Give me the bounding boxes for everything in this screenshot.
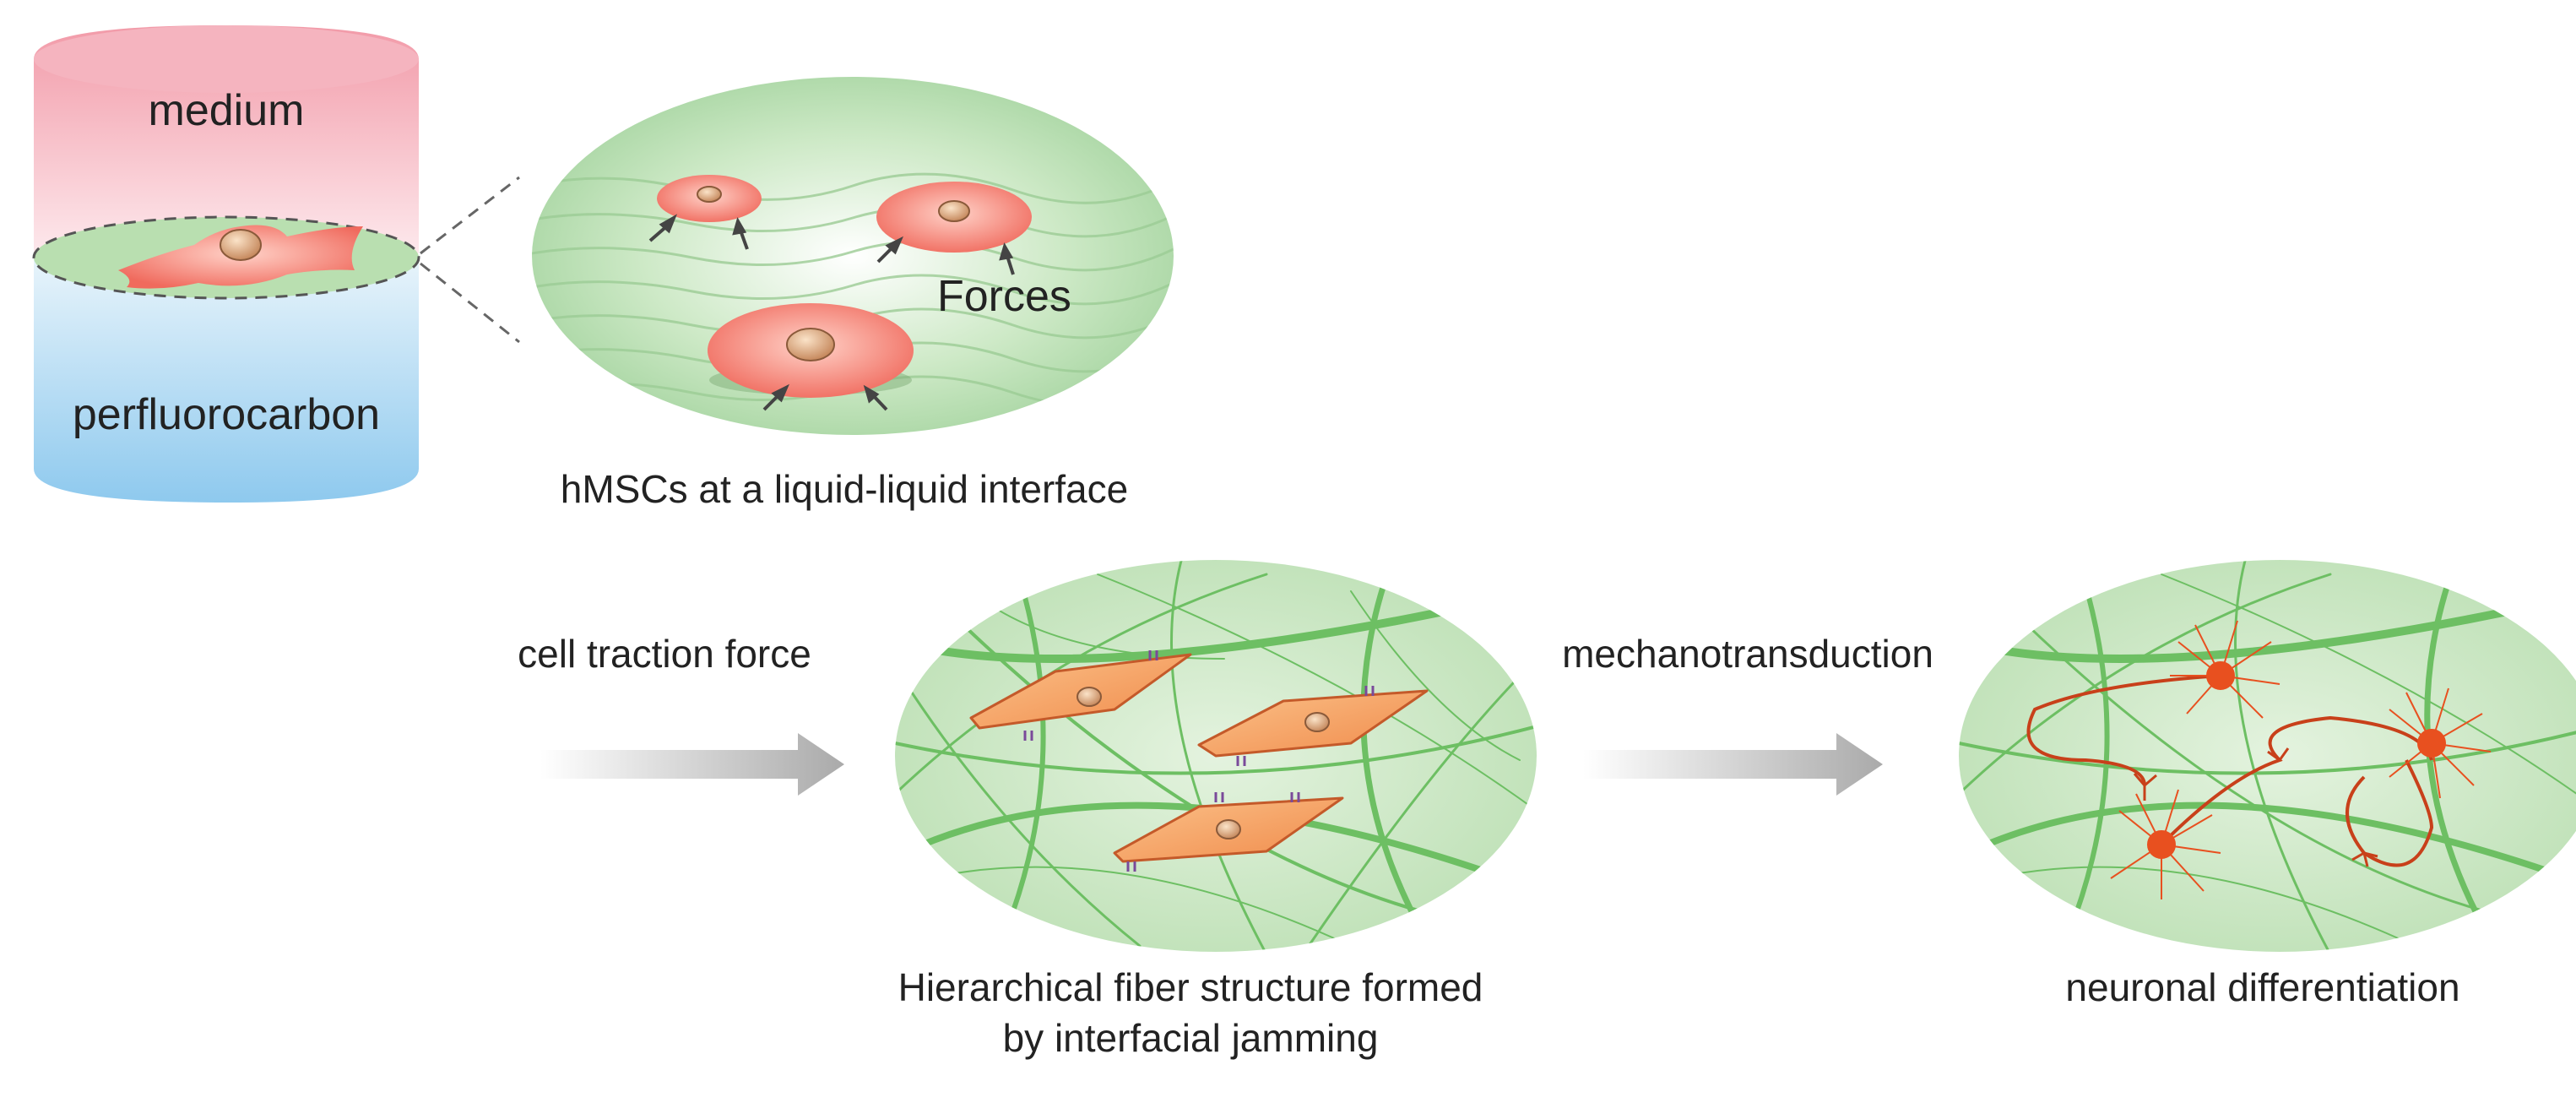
zoom-line-top	[420, 176, 520, 255]
perfluorocarbon-label: perfluorocarbon	[73, 390, 380, 439]
neuron-2	[2389, 687, 2492, 799]
traction-arrow	[540, 733, 844, 796]
two-phase-cylinder: medium perfluorocarbon	[32, 25, 420, 503]
mechanotransduction-label: mechanotransduction	[1562, 632, 1933, 676]
axons	[2026, 674, 2434, 867]
perfluorocarbon-phase	[34, 258, 419, 503]
neuron-3	[2110, 789, 2221, 899]
forces-label: Forces	[937, 272, 1071, 321]
zoom-line-bottom	[420, 262, 520, 344]
cell-traction-force-label: cell traction force	[518, 632, 811, 676]
fiber-caption-line2: by interfacial jamming	[1003, 1016, 1379, 1060]
medium-label: medium	[149, 86, 305, 135]
neuron-1	[2170, 620, 2280, 719]
dendrite-tips	[2133, 747, 2378, 867]
neuron-caption: neuronal differentiation	[2065, 965, 2459, 1009]
interface-caption: hMSCs at a liquid-liquid interface	[561, 467, 1128, 511]
integrin-markers	[1023, 650, 1375, 872]
neuronal-panel	[1959, 560, 2576, 952]
cylinder-cell-nucleus	[220, 229, 262, 261]
mechanotransduction-arrow	[1583, 733, 1883, 796]
force-arrows	[648, 214, 1015, 411]
fiber-caption-line1: Hierarchical fiber structure formed	[898, 965, 1483, 1009]
interface-magnified-view: Forces	[532, 77, 1174, 435]
fiber-structure-panel	[895, 560, 1537, 952]
